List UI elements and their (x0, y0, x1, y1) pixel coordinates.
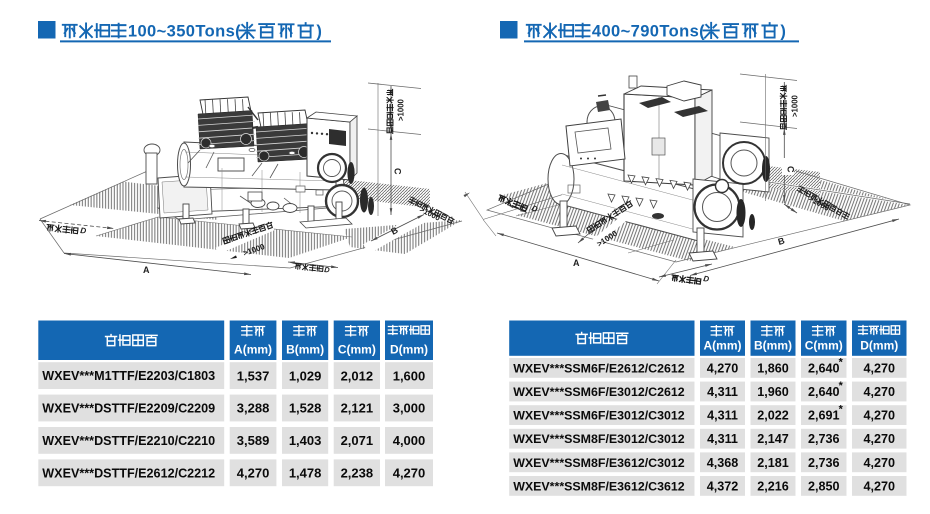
svg-text:4,368: 4,368 (707, 456, 739, 470)
svg-text:B: B (777, 235, 786, 247)
svg-text:4,270: 4,270 (863, 456, 895, 470)
svg-text:2,640: 2,640 (808, 385, 840, 399)
svg-text:2,022: 2,022 (757, 409, 789, 423)
svg-text:4,372: 4,372 (707, 479, 739, 493)
svg-text:D: D (530, 204, 539, 215)
svg-text:4,000: 4,000 (393, 433, 426, 448)
svg-text:A(mm): A(mm) (234, 343, 272, 357)
svg-text:): ) (316, 23, 322, 41)
svg-text:2,691: 2,691 (808, 409, 840, 423)
svg-text:2,216: 2,216 (757, 479, 789, 493)
svg-text:4,270: 4,270 (863, 385, 895, 399)
svg-text:2,736: 2,736 (808, 456, 840, 470)
svg-text:4,311: 4,311 (707, 409, 738, 423)
svg-text:2,071: 2,071 (341, 433, 374, 448)
svg-text:1,403: 1,403 (289, 433, 322, 448)
svg-text:1,537: 1,537 (237, 368, 270, 383)
svg-text:1,528: 1,528 (289, 401, 322, 416)
svg-text:2,121: 2,121 (341, 401, 374, 416)
svg-text:D(mm): D(mm) (390, 343, 428, 357)
svg-text:*: * (839, 404, 844, 416)
svg-text:WXEV***SSM8F/E3612/C3012: WXEV***SSM8F/E3612/C3012 (513, 456, 685, 470)
svg-text:B(mm): B(mm) (754, 338, 792, 352)
svg-text:4,270: 4,270 (863, 361, 895, 375)
svg-text:1,960: 1,960 (757, 385, 789, 399)
svg-text:>1000: >1000 (397, 98, 406, 121)
svg-text:4,311: 4,311 (707, 385, 738, 399)
svg-text:WXEV***DSTTF/E2209/C2209: WXEV***DSTTF/E2209/C2209 (42, 402, 215, 416)
svg-text:2,238: 2,238 (341, 465, 374, 480)
svg-text:100~350Tons(: 100~350Tons( (128, 23, 241, 41)
svg-text:4,270: 4,270 (707, 361, 739, 375)
svg-text:C: C (786, 166, 796, 173)
svg-text:400~790Tons(: 400~790Tons( (592, 23, 705, 41)
svg-text:WXEV***SSM8F/E3612/C3612: WXEV***SSM8F/E3612/C3612 (513, 479, 685, 493)
svg-text:4,270: 4,270 (863, 432, 895, 446)
svg-text:1,600: 1,600 (393, 368, 426, 383)
svg-text:A(mm): A(mm) (704, 338, 742, 352)
svg-text:): ) (780, 23, 786, 41)
svg-text:*: * (839, 356, 844, 368)
svg-text:4,270: 4,270 (393, 465, 426, 480)
svg-text:B: B (389, 225, 400, 237)
svg-text:A: A (143, 265, 150, 275)
svg-text:1,478: 1,478 (289, 465, 322, 480)
svg-text:2,640: 2,640 (808, 361, 840, 375)
svg-text:WXEV***DSTTF/E2210/C2210: WXEV***DSTTF/E2210/C2210 (42, 434, 215, 448)
svg-text:2,850: 2,850 (808, 479, 840, 493)
svg-text:WXEV***SSM8F/E3012/C3012: WXEV***SSM8F/E3012/C3012 (513, 432, 685, 446)
svg-text:3,288: 3,288 (237, 401, 270, 416)
svg-text:WXEV***M1TTF/E2203/C1803: WXEV***M1TTF/E2203/C1803 (42, 369, 215, 383)
svg-text:2,147: 2,147 (757, 432, 789, 446)
svg-text:*: * (839, 380, 844, 392)
svg-text:4,270: 4,270 (237, 465, 270, 480)
svg-text:C: C (393, 168, 403, 175)
svg-text:A: A (573, 258, 580, 268)
svg-text:WXEV***SSM6F/E3012/C2612: WXEV***SSM6F/E3012/C2612 (513, 385, 685, 399)
svg-text:2,012: 2,012 (341, 368, 374, 383)
svg-text:C(mm): C(mm) (338, 343, 376, 357)
svg-text:4,270: 4,270 (863, 479, 895, 493)
svg-text:B(mm): B(mm) (286, 343, 324, 357)
svg-text:C(mm): C(mm) (805, 338, 843, 352)
svg-text:WXEV***DSTTF/E2612/C2212: WXEV***DSTTF/E2612/C2212 (42, 466, 215, 480)
svg-text:D(mm): D(mm) (860, 338, 898, 352)
svg-text:4,270: 4,270 (863, 409, 895, 423)
svg-text:WXEV***SSM6F/E3012/C3012: WXEV***SSM6F/E3012/C3012 (513, 409, 685, 423)
svg-text:4,311: 4,311 (707, 432, 738, 446)
svg-text:WXEV***SSM6F/E2612/C2612: WXEV***SSM6F/E2612/C2612 (513, 361, 685, 375)
svg-text:1,860: 1,860 (757, 361, 789, 375)
svg-text:D: D (703, 274, 710, 284)
svg-text:>1000: >1000 (791, 94, 800, 117)
svg-text:2,736: 2,736 (808, 432, 840, 446)
svg-text:D: D (80, 226, 87, 236)
svg-text:D: D (324, 265, 331, 275)
svg-text:2,181: 2,181 (757, 456, 789, 470)
svg-text:1,029: 1,029 (289, 368, 322, 383)
svg-text:3,000: 3,000 (393, 401, 426, 416)
svg-text:3,589: 3,589 (237, 433, 270, 448)
